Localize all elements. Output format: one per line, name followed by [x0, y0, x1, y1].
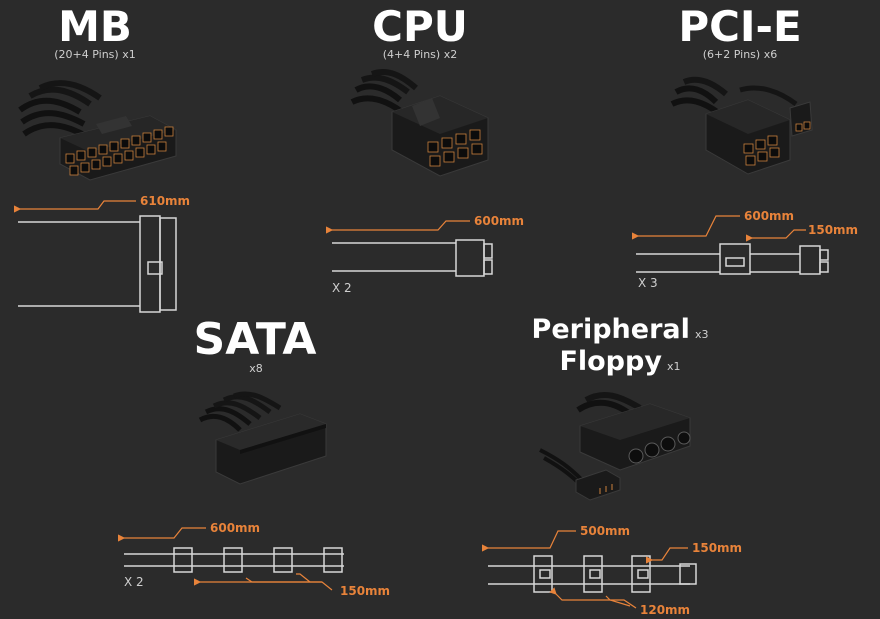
sata-cable-diagram — [124, 547, 344, 573]
cpu-subtitle: (4+4 Pins) x2 — [382, 48, 458, 61]
sata-connector-illustration — [198, 391, 327, 485]
sata-ext-leader-2 — [245, 577, 322, 583]
sata-ext-length-label: 150mm — [340, 584, 390, 598]
peripheral-main-leader — [482, 530, 576, 552]
peripheral-connector-illustration — [539, 391, 691, 501]
pcie-title: PCI-E — [678, 2, 802, 51]
pcie-cable-diagram — [636, 243, 829, 275]
floppy-title-row: Floppy x1 — [540, 348, 700, 375]
peripheral-title-row: Peripheral x3 — [520, 316, 720, 343]
cpu-length-leader — [326, 220, 470, 234]
floppy-title: Floppy — [559, 346, 662, 377]
pcie-subtitle: (6+2 Pins) x6 — [702, 48, 778, 61]
cpu-title: CPU — [372, 2, 468, 51]
peripheral-ext-length-label: 150mm — [692, 541, 742, 555]
pcie-ext-length-label: 150mm — [808, 223, 858, 237]
cpu-count-label: X 2 — [332, 281, 352, 295]
mb-connector-illustration — [18, 80, 177, 181]
pcie-main-length-label: 600mm — [744, 209, 794, 223]
peripheral-ext-leader — [646, 547, 688, 564]
mb-cable-diagram — [18, 215, 177, 313]
peripheral-between-leader — [549, 587, 637, 609]
sata-count-label: X 2 — [124, 575, 144, 589]
peripheral-between-length-label: 120mm — [640, 603, 690, 617]
cpu-cable-diagram — [332, 239, 493, 277]
sata-ext-leader-1 — [194, 578, 333, 591]
sata-main-leader — [118, 527, 206, 542]
floppy-qty: x1 — [667, 360, 681, 373]
pcie-connector-illustration — [670, 76, 813, 175]
peripheral-main-length-label: 500mm — [580, 524, 630, 538]
peripheral-cable-diagram — [488, 555, 697, 593]
sata-main-length-label: 600mm — [210, 521, 260, 535]
cpu-length-label: 600mm — [474, 214, 524, 228]
pcie-main-leader — [632, 215, 740, 240]
sata-ext-leader-3 — [296, 573, 311, 583]
cpu-connector-illustration — [350, 68, 489, 177]
peripheral-between-leader-2 — [605, 595, 631, 607]
peripheral-qty: x3 — [694, 328, 709, 341]
mb-length-label: 610mm — [140, 194, 190, 208]
mb-subtitle: (20+4 Pins) x1 — [54, 48, 136, 61]
sata-title: SATA — [193, 314, 317, 365]
peripheral-title: Peripheral — [531, 314, 690, 345]
pcie-count-label: X 3 — [638, 276, 658, 290]
pcie-ext-leader — [746, 229, 806, 242]
mb-title: MB — [58, 2, 132, 51]
sata-subtitle: x8 — [249, 362, 263, 375]
mb-length-leader — [14, 200, 136, 213]
